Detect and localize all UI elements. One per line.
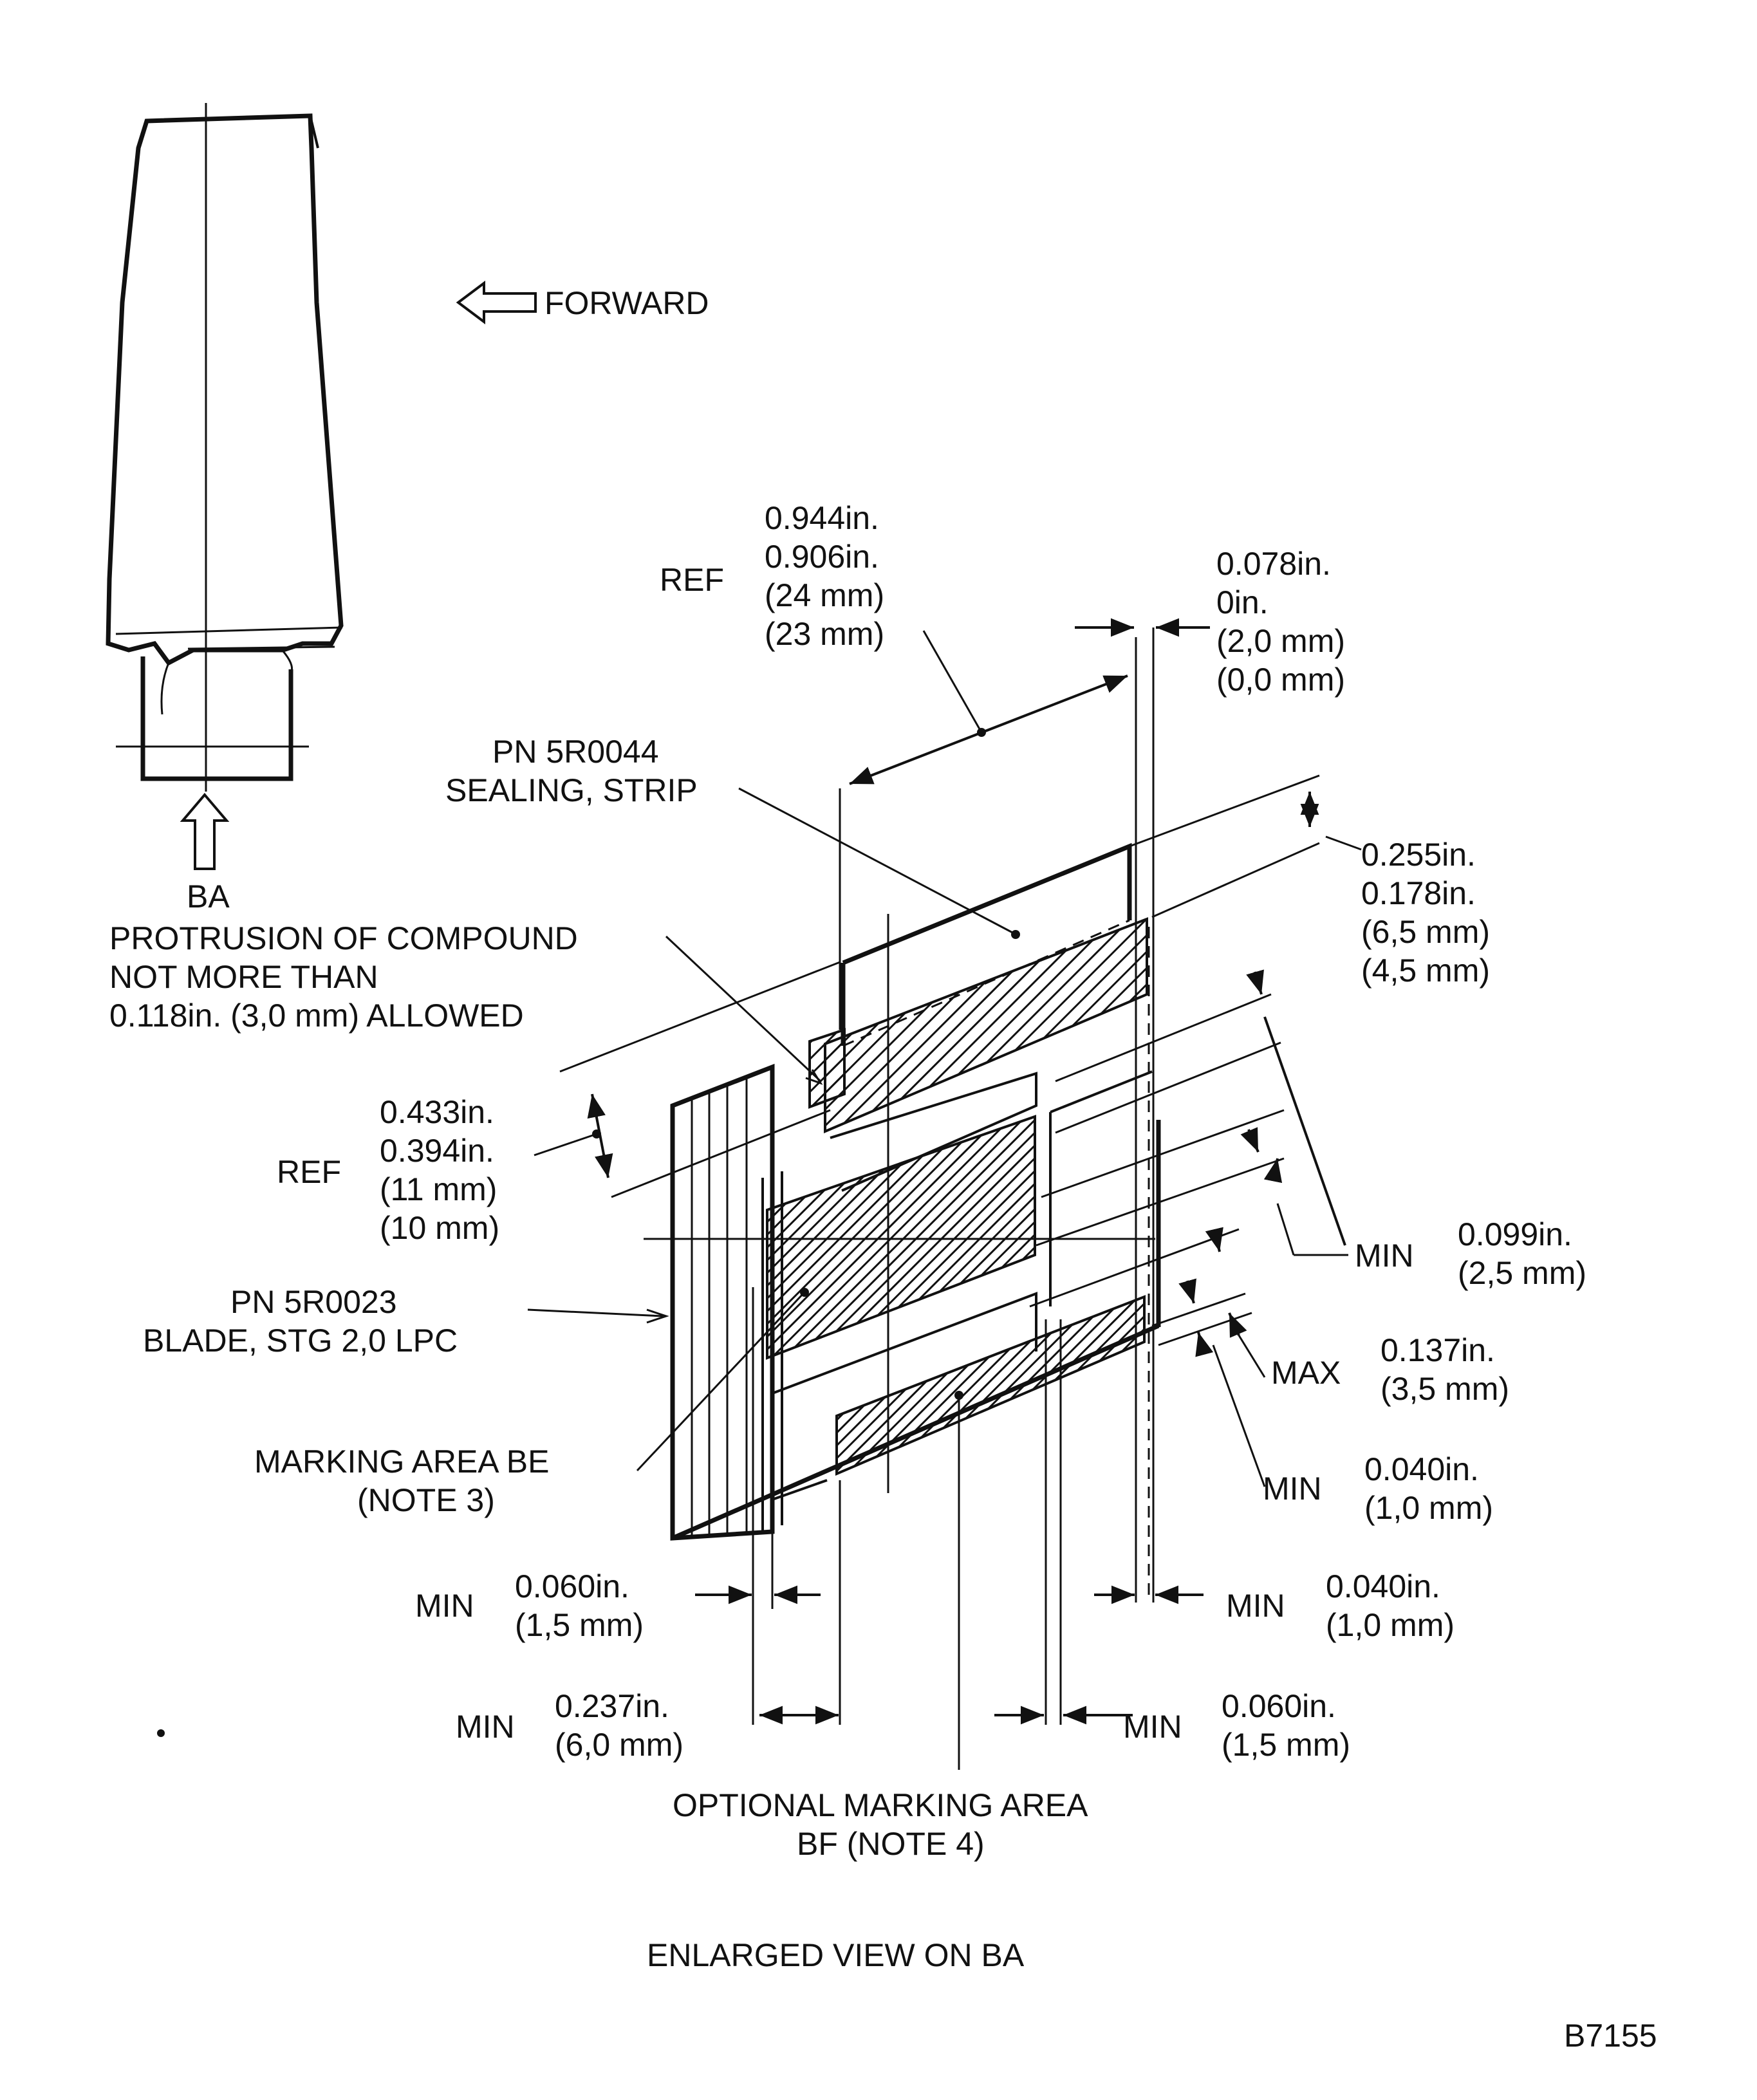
dim-top-right-line3: (2,0 mm) [1216, 623, 1345, 659]
blade-pn: PN 5R0023 [230, 1284, 397, 1320]
min-060-bottom-word: MIN [1123, 1709, 1182, 1745]
min-237-value-line2: (6,0 mm) [555, 1727, 683, 1763]
min-040-right-value-line2: (1,0 mm) [1364, 1490, 1493, 1526]
min-099-value-line2: (2,5 mm) [1458, 1255, 1586, 1291]
ref-top-label: REF [660, 562, 724, 598]
dimension-lines [527, 618, 1362, 1770]
protrusion-line3: 0.118in. (3,0 mm) ALLOWED [109, 998, 524, 1034]
dim-top-width-line4: (23 mm) [765, 616, 884, 652]
max-137-word: MAX [1271, 1355, 1341, 1391]
dim-top-width-line1: 0.944in. [765, 500, 879, 536]
dim-top-width-line2: 0.906in. [765, 539, 879, 575]
protrusion-line1: PROTRUSION OF COMPOUND [109, 920, 578, 956]
figure-caption: ENLARGED VIEW ON BA [647, 1937, 1025, 1973]
dim-top-right-line1: 0.078in. [1216, 546, 1331, 582]
blade-name: BLADE, STG 2,0 LPC [143, 1323, 458, 1359]
min-040-bottom-word: MIN [1226, 1588, 1285, 1624]
min-060-left-value-line2: (1,5 mm) [515, 1607, 644, 1643]
forward-arrow-icon [456, 281, 537, 324]
dim-top-right-line2: 0in. [1216, 584, 1269, 620]
blade-overview: BA [106, 103, 344, 915]
ref-left-label: REF [277, 1154, 341, 1190]
min-237-word: MIN [456, 1709, 515, 1745]
enlarged-view [644, 627, 1161, 1725]
max-137-value-line2: (3,5 mm) [1380, 1371, 1509, 1407]
forward-indicator: FORWARD [456, 281, 709, 324]
dim-strip-height-line1: 0.255in. [1361, 837, 1476, 873]
dim-left-height-line4: (10 mm) [380, 1210, 499, 1246]
view-ba-label: BA [187, 878, 230, 915]
min-040-right-value-line1: 0.040in. [1364, 1451, 1479, 1487]
dim-top-right-line4: (0,0 mm) [1216, 662, 1345, 698]
min-060-left-word: MIN [415, 1588, 474, 1624]
min-060-bottom-value-line1: 0.060in. [1222, 1688, 1336, 1724]
stray-dot [157, 1729, 165, 1737]
marking-area-be [766, 1115, 1036, 1360]
dim-left-height-line2: 0.394in. [380, 1133, 494, 1169]
optional-marking-line2: BF (NOTE 4) [797, 1826, 985, 1862]
view-ba-arrow [180, 792, 230, 870]
dim-strip-height-line2: 0.178in. [1361, 875, 1476, 911]
labels: REF 0.944in. 0.906in. (24 mm) (23 mm) 0.… [109, 500, 1657, 2054]
min-099-value-line1: 0.099in. [1458, 1216, 1572, 1252]
optional-marking-area-bf [835, 1295, 1146, 1476]
min-237-value-line1: 0.237in. [555, 1688, 669, 1724]
dim-top-width-line3: (24 mm) [765, 577, 884, 613]
dim-strip-height-line3: (6,5 mm) [1361, 914, 1490, 950]
min-099-word: MIN [1355, 1238, 1414, 1274]
optional-marking-line1: OPTIONAL MARKING AREA [673, 1787, 1088, 1823]
figure-id: B7155 [1564, 2018, 1657, 2054]
min-040-right-word: MIN [1263, 1471, 1322, 1507]
sealing-strip-pn: PN 5R0044 [492, 734, 659, 770]
min-060-left-value-line1: 0.060in. [515, 1568, 629, 1604]
min-040-bottom-value-line2: (1,0 mm) [1326, 1607, 1455, 1643]
marking-be-line1: MARKING AREA BE [254, 1444, 549, 1480]
min-040-bottom-value-line1: 0.040in. [1326, 1568, 1440, 1604]
dim-strip-height-line4: (4,5 mm) [1361, 952, 1490, 989]
dim-left-height-line3: (11 mm) [380, 1171, 497, 1207]
protrusion-line2: NOT MORE THAN [109, 959, 378, 995]
forward-label: FORWARD [544, 285, 709, 321]
dim-left-height-line1: 0.433in. [380, 1094, 494, 1130]
min-060-bottom-value-line2: (1,5 mm) [1222, 1727, 1350, 1763]
marking-be-line2: (NOTE 3) [357, 1482, 495, 1518]
sealing-strip-name: SEALING, STRIP [445, 772, 698, 808]
max-137-value-line1: 0.137in. [1380, 1332, 1495, 1368]
